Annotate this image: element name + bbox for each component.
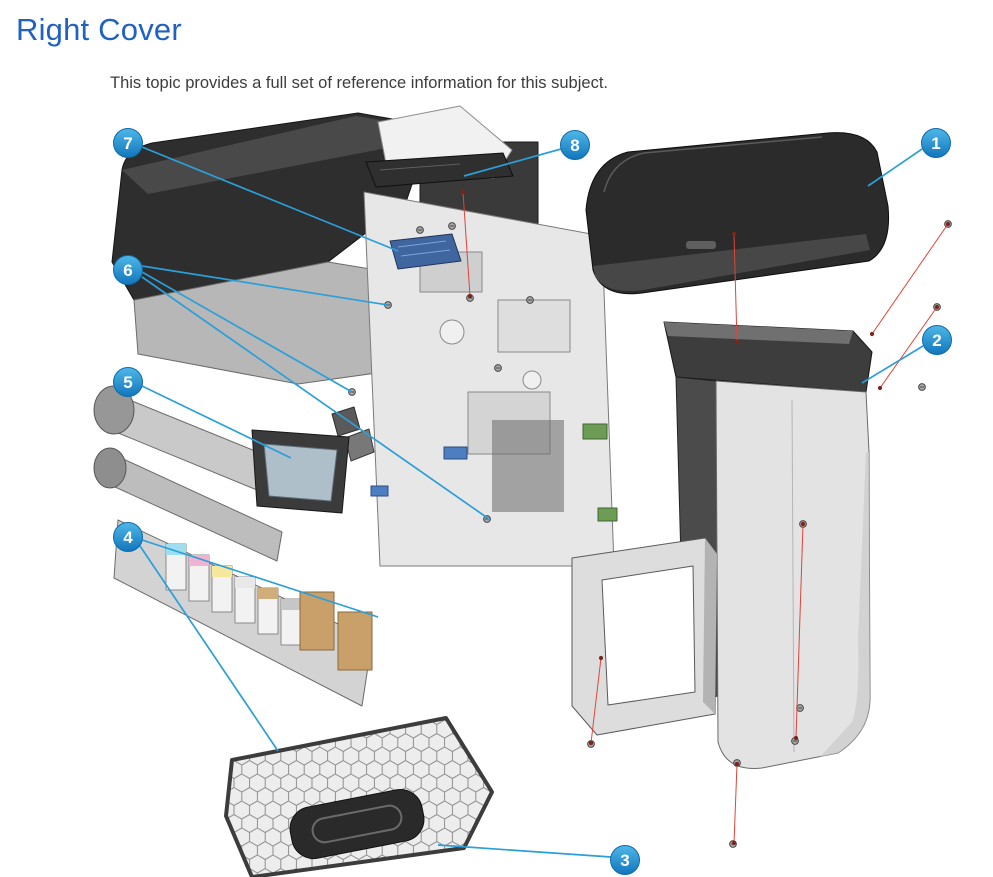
screw-alignment-line [462,191,471,297]
callout-number: 5 [123,373,132,392]
right-cover-illustration [571,321,873,769]
screw-dot [945,221,951,227]
callout-8: 8 [560,130,590,160]
screw-dot [734,339,740,345]
callout-circle [113,367,143,397]
top-bracket-illustration [365,152,514,188]
front-panel-illustration [251,406,375,514]
callout-leader-line [141,385,292,459]
screw-alignment-line [879,306,938,389]
tray-illustration [224,716,494,877]
callout-number: 4 [123,528,133,547]
printer-chassis-illustration [93,105,890,877]
callouts: 1 2 3 4 5 6 7 8 [113,128,952,875]
screw-alignment-lines [460,189,951,846]
screw-dot [869,331,875,337]
screw-dot [731,840,737,846]
callout-leader-line [141,271,353,393]
callout-circle [610,845,640,875]
page-title: Right Cover [16,12,182,47]
callout-leader-line [861,345,924,384]
callout-number: 2 [932,331,941,350]
tray-handle [289,788,425,860]
callout-leader-line [141,276,490,520]
callout-4: 4 [113,522,143,552]
callout-2: 2 [922,325,952,355]
callout-5: 5 [113,367,143,397]
pcb-green-small [582,423,608,440]
callout-leader-line [867,148,923,187]
screw-dot [734,761,740,767]
ink-cartridges [165,543,373,671]
callout-number: 1 [931,134,940,153]
screw-dot [460,189,466,195]
pcb-illustration [389,233,462,270]
callout-number: 7 [123,134,132,153]
annotation-overlay: 1 2 3 4 5 6 7 8 [113,128,952,875]
blue-component [370,485,389,497]
pcb-green-small [597,507,618,522]
callout-circle [560,130,590,160]
page-subtitle: This topic provides a full set of refere… [110,74,608,92]
callout-circle [921,128,951,158]
top-cover-illustration [585,132,890,295]
display-screen [263,443,338,502]
screw-dot [800,521,806,527]
callout-leader-line [463,148,562,177]
screw-alignment-line [733,233,738,343]
callout-number: 8 [570,136,579,155]
callout-circle [113,255,143,285]
callout-circle [922,325,952,355]
callout-1: 1 [921,128,951,158]
callout-number: 3 [620,851,629,870]
callout-leader-line [141,539,379,618]
screw-alignment-line [795,523,804,739]
callout-leader-line [141,265,389,306]
callout-3: 3 [610,845,640,875]
callout-leader-line [141,146,399,252]
callout-6: 6 [113,255,143,285]
screw-dot [793,735,799,741]
callout-leader-line [139,545,279,752]
kraft-box [337,611,373,671]
callout-7: 7 [113,128,143,158]
screw-dot [934,304,940,310]
screw-dot [467,293,473,299]
screw-dot [731,231,737,237]
screw-alignment-line [733,763,738,844]
screw-alignment-line [590,657,602,744]
callout-circle [113,522,143,552]
callout-number: 6 [123,261,132,280]
screw-dot [588,740,594,746]
callout-circle [113,128,143,158]
screw-alignment-line [871,223,949,335]
screw-dot [877,385,883,391]
blue-component [443,446,468,460]
callout-leader-line [437,844,612,858]
screw-dot [598,655,604,661]
